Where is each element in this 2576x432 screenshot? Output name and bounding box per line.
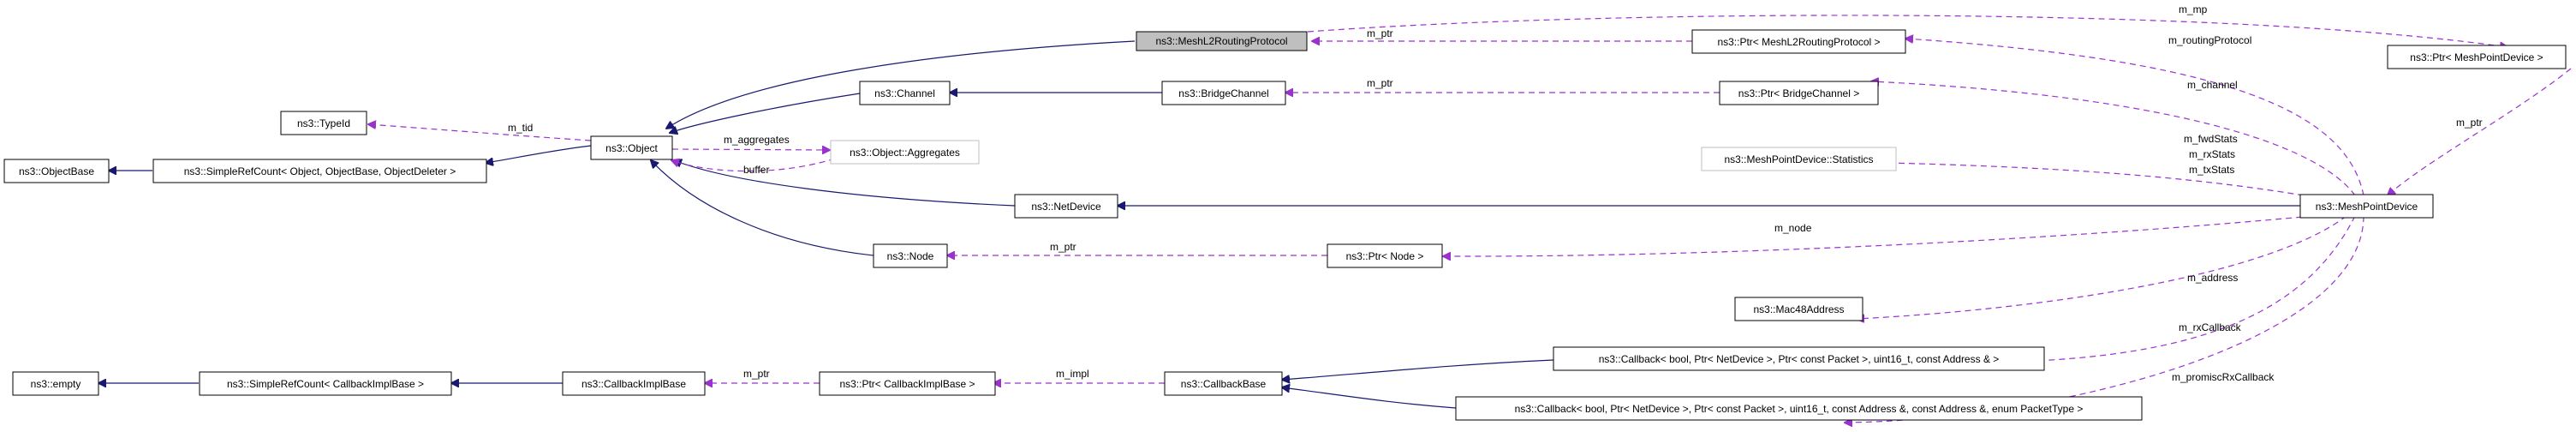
edge-object-to-simplerefcount (486, 145, 592, 163)
node-typeid-label: ns3::TypeId (297, 117, 350, 129)
label-m-tid: m_tid (508, 122, 533, 134)
node-object-aggregates[interactable]: ns3::Object::Aggregates (830, 140, 980, 165)
edge-node-to-object (651, 160, 874, 256)
node-callback-rx[interactable]: ns3::Callback< bool, Ptr< NetDevice >, P… (1553, 346, 2045, 371)
node-callback-promisc[interactable]: ns3::Callback< bool, Ptr< NetDevice >, P… (1455, 396, 2143, 421)
node-meshpointdevice-label: ns3::MeshPointDevice (2316, 201, 2418, 213)
node-callback-promisc-label: ns3::Callback< bool, Ptr< NetDevice >, P… (1515, 403, 2084, 415)
nodes: ns3::MeshL2RoutingProtocol ns3::Object n… (3, 29, 2567, 421)
node-channel[interactable]: ns3::Channel (859, 81, 951, 105)
node-ptr-meshpointdevice[interactable]: ns3::Ptr< MeshPointDevice > (2387, 45, 2567, 69)
label-m-address: m_address (2187, 272, 2238, 284)
label-m-ptr-node: m_ptr (1050, 241, 1076, 253)
node-empty[interactable]: ns3::empty (12, 371, 99, 396)
node-ptr-callbackimplbase[interactable]: ns3::Ptr< CallbackImplBase > (819, 371, 996, 396)
node-meshpointdevice[interactable]: ns3::MeshPointDevice (2299, 194, 2434, 219)
node-ptr-meshpointdevice-label: ns3::Ptr< MeshPointDevice > (2410, 51, 2543, 63)
node-mac48address[interactable]: ns3::Mac48Address (1734, 297, 1863, 321)
node-mac48address-label: ns3::Mac48Address (1753, 303, 1844, 315)
label-m-rxstats: m_rxStats (2189, 148, 2235, 160)
node-callbackbase-label: ns3::CallbackBase (1181, 378, 1267, 390)
node-channel-label: ns3::Channel (874, 87, 935, 99)
node-meshpointdevice-statistics[interactable]: ns3::MeshPointDevice::Statistics (1701, 147, 1897, 171)
edge-mpd-to-ptr-bridgechannel (1871, 81, 2356, 196)
edge-typeid-to-object (368, 124, 592, 141)
node-empty-label: ns3::empty (31, 378, 81, 390)
label-m-fwdstats: m_fwdStats (2184, 133, 2238, 145)
node-simplerefcount-object[interactable]: ns3::SimpleRefCount< Object, ObjectBase,… (152, 159, 487, 183)
node-callback-rx-label: ns3::Callback< bool, Ptr< NetDevice >, P… (1599, 353, 2000, 365)
edge-mpd-to-statistics (1888, 163, 2305, 196)
node-bridgechannel-label: ns3::BridgeChannel (1178, 87, 1268, 99)
node-callbackimplbase[interactable]: ns3::CallbackImplBase (562, 371, 706, 396)
inheritance-edges (98, 40, 2300, 409)
label-m-promiscrxcallback: m_promiscRxCallback (2172, 371, 2275, 383)
edge-meshl2-to-meshpointptr-mmp (1307, 15, 2507, 47)
node-objectbase-label: ns3::ObjectBase (19, 165, 94, 177)
node-callbackimplbase-label: ns3::CallbackImplBase (581, 378, 686, 390)
node-node[interactable]: ns3::Node (873, 243, 948, 268)
label-m-ptr-bridge: m_ptr (1367, 77, 1393, 89)
label-m-rxcallback: m_rxCallback (2179, 321, 2242, 333)
edge-mpd-to-mac48 (1857, 215, 2347, 319)
node-simplerefcount-object-label: ns3::SimpleRefCount< Object, ObjectBase,… (184, 165, 456, 177)
node-simplerefcount-callbackimplbase-label: ns3::SimpleRefCount< CallbackImplBase > (227, 378, 424, 390)
edge-mpd-to-callback1 (2036, 215, 2356, 361)
node-objectbase[interactable]: ns3::ObjectBase (3, 159, 110, 183)
label-m-txstats: m_txStats (2189, 164, 2234, 176)
edge-meshpointptr-to-meshpointdevice (2388, 68, 2572, 195)
label-m-mp: m_mp (2179, 3, 2208, 15)
node-object[interactable]: ns3::Object (590, 135, 673, 160)
label-m-aggregates: m_aggregates (724, 134, 790, 146)
edge-labels: m_tid m_aggregates buffer m_ptr m_ptr m_… (508, 3, 2483, 383)
edge-object-to-aggregates (671, 149, 830, 150)
node-ptr-bridgechannel-label: ns3::Ptr< BridgeChannel > (1738, 87, 1859, 99)
node-object-aggregates-label: ns3::Object::Aggregates (850, 147, 960, 159)
edge-mpd-to-ptr-meshl2 (1905, 39, 2364, 196)
label-m-impl: m_impl (1056, 368, 1089, 380)
node-object-label: ns3::Object (605, 142, 658, 154)
node-netdevice-label: ns3::NetDevice (1031, 201, 1101, 213)
edge-meshl2-to-object (666, 40, 1136, 129)
label-m-ptr-l2: m_ptr (1367, 27, 1393, 39)
edge-aggregates-to-object (671, 158, 836, 172)
node-netdevice[interactable]: ns3::NetDevice (1014, 194, 1118, 219)
node-meshpointdevice-statistics-label: ns3::MeshPointDevice::Statistics (1724, 153, 1873, 165)
edge-channel-to-object (670, 93, 861, 133)
edge-netdevice-to-object (674, 160, 1016, 207)
node-node-label: ns3::Node (887, 250, 934, 262)
node-ptr-meshl2routingprotocol[interactable]: ns3::Ptr< MeshL2RoutingProtocol > (1691, 29, 1906, 54)
node-ptr-callbackimplbase-label: ns3::Ptr< CallbackImplBase > (839, 378, 975, 390)
node-typeid[interactable]: ns3::TypeId (280, 111, 367, 135)
label-m-channel: m_channel (2187, 79, 2238, 91)
node-meshl2routingprotocol[interactable]: ns3::MeshL2RoutingProtocol (1136, 31, 1308, 51)
label-buffer: buffer (743, 164, 769, 176)
label-m-ptr-mp: m_ptr (2456, 117, 2483, 129)
edge-mpd-to-ptr-node (1443, 215, 2313, 256)
node-ptr-meshl2routingprotocol-label: ns3::Ptr< MeshL2RoutingProtocol > (1717, 36, 1880, 48)
edge-callback1-to-callbackbase (1282, 359, 1554, 380)
node-ptr-node-label: ns3::Ptr< Node > (1346, 250, 1424, 262)
node-bridgechannel[interactable]: ns3::BridgeChannel (1161, 81, 1286, 105)
node-ptr-bridgechannel[interactable]: ns3::Ptr< BridgeChannel > (1719, 81, 1879, 105)
label-m-ptr-impl: m_ptr (743, 368, 770, 380)
node-ptr-node[interactable]: ns3::Ptr< Node > (1327, 243, 1443, 268)
edge-mpd-to-callback2 (1845, 215, 2364, 423)
node-simplerefcount-callbackimplbase[interactable]: ns3::SimpleRefCount< CallbackImplBase > (199, 371, 452, 396)
node-meshl2routingprotocol-label: ns3::MeshL2RoutingProtocol (1155, 35, 1287, 47)
label-m-node: m_node (1774, 222, 1812, 234)
label-m-routingprotocol: m_routingProtocol (2168, 34, 2251, 46)
usage-edges (368, 15, 2572, 423)
node-callbackbase[interactable]: ns3::CallbackBase (1164, 371, 1283, 396)
edge-callback2-to-callbackbase (1282, 387, 1457, 409)
